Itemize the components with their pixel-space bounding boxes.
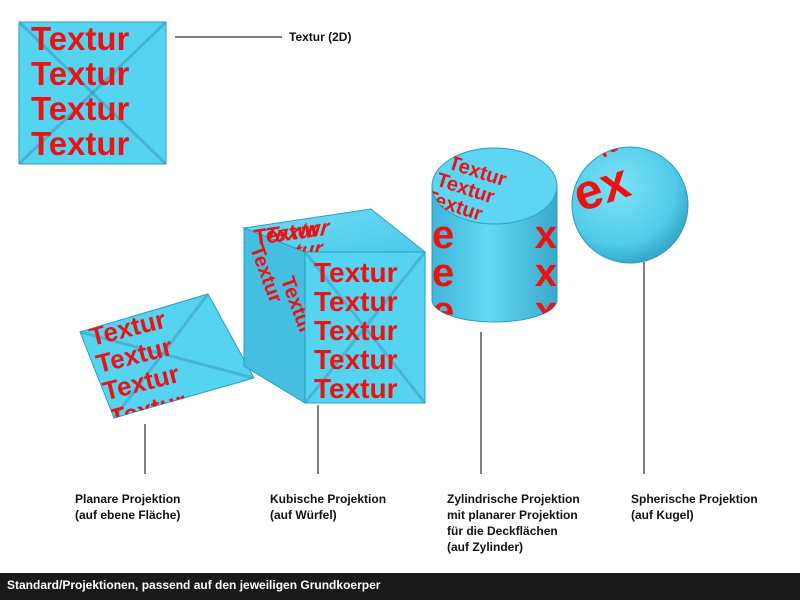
cylindrical-projection-cylinder: ex ex ex Textur Textur Textur	[431, 147, 558, 323]
texture-2d-tile: Textur Textur Textur Textur	[18, 20, 167, 165]
footer-caption: Standard/Projektionen, passend auf den j…	[7, 578, 381, 592]
spherical-projection-label: Spherische Projektion (auf Kugel)	[631, 491, 758, 523]
cube-front-word-2: Textur	[314, 286, 398, 317]
cubic-label-line-2: (auf Würfel)	[270, 508, 337, 522]
cyl-label-line-2: mit planarer Projektion	[447, 508, 578, 522]
texture-word-1: Textur	[31, 20, 130, 57]
cube-front-word-4: Textur	[314, 344, 398, 375]
spherical-projection-sphere: ex Textur	[571, 146, 689, 264]
cubic-projection-label: Kubische Projektion (auf Würfel)	[270, 491, 386, 523]
texture-2d-label: Textur (2D)	[289, 30, 352, 44]
texture-word-2: Textur	[31, 55, 130, 92]
planar-projection-label: Planare Projektion (auf ebene Fläche)	[75, 491, 180, 523]
texture-word-4: Textur	[31, 125, 130, 162]
planar-label-line-1: Planare Projektion	[75, 492, 181, 506]
sphere-label-line-1: Spherische Projektion	[631, 492, 758, 506]
cyl-label-line-3: für die Deckflächen	[447, 524, 558, 538]
cubic-label-line-1: Kubische Projektion	[270, 492, 387, 506]
planar-projection-plane: Textur Textur Textur Textur	[79, 293, 255, 419]
sphere-label-line-2: (auf Kugel)	[631, 508, 694, 522]
cubic-projection-cube: Textur Textur Textur Textur Textur Textu…	[242, 208, 427, 404]
texture-word-3: Textur	[31, 90, 130, 127]
cube-front-word-5: Textur	[314, 373, 398, 404]
cube-front-word-1: Textur	[314, 257, 398, 288]
planar-label-line-2: (auf ebene Fläche)	[75, 508, 181, 522]
footer-bar: Standard/Projektionen, passend auf den j…	[0, 573, 800, 600]
cyl-label-line-4: (auf Zylinder)	[447, 540, 524, 554]
cylindrical-projection-label: Zylindrische Projektion mit planarer Pro…	[447, 491, 580, 555]
cyl-label-line-1: Zylindrische Projektion	[447, 492, 580, 506]
cube-front-word-3: Textur	[314, 315, 398, 346]
